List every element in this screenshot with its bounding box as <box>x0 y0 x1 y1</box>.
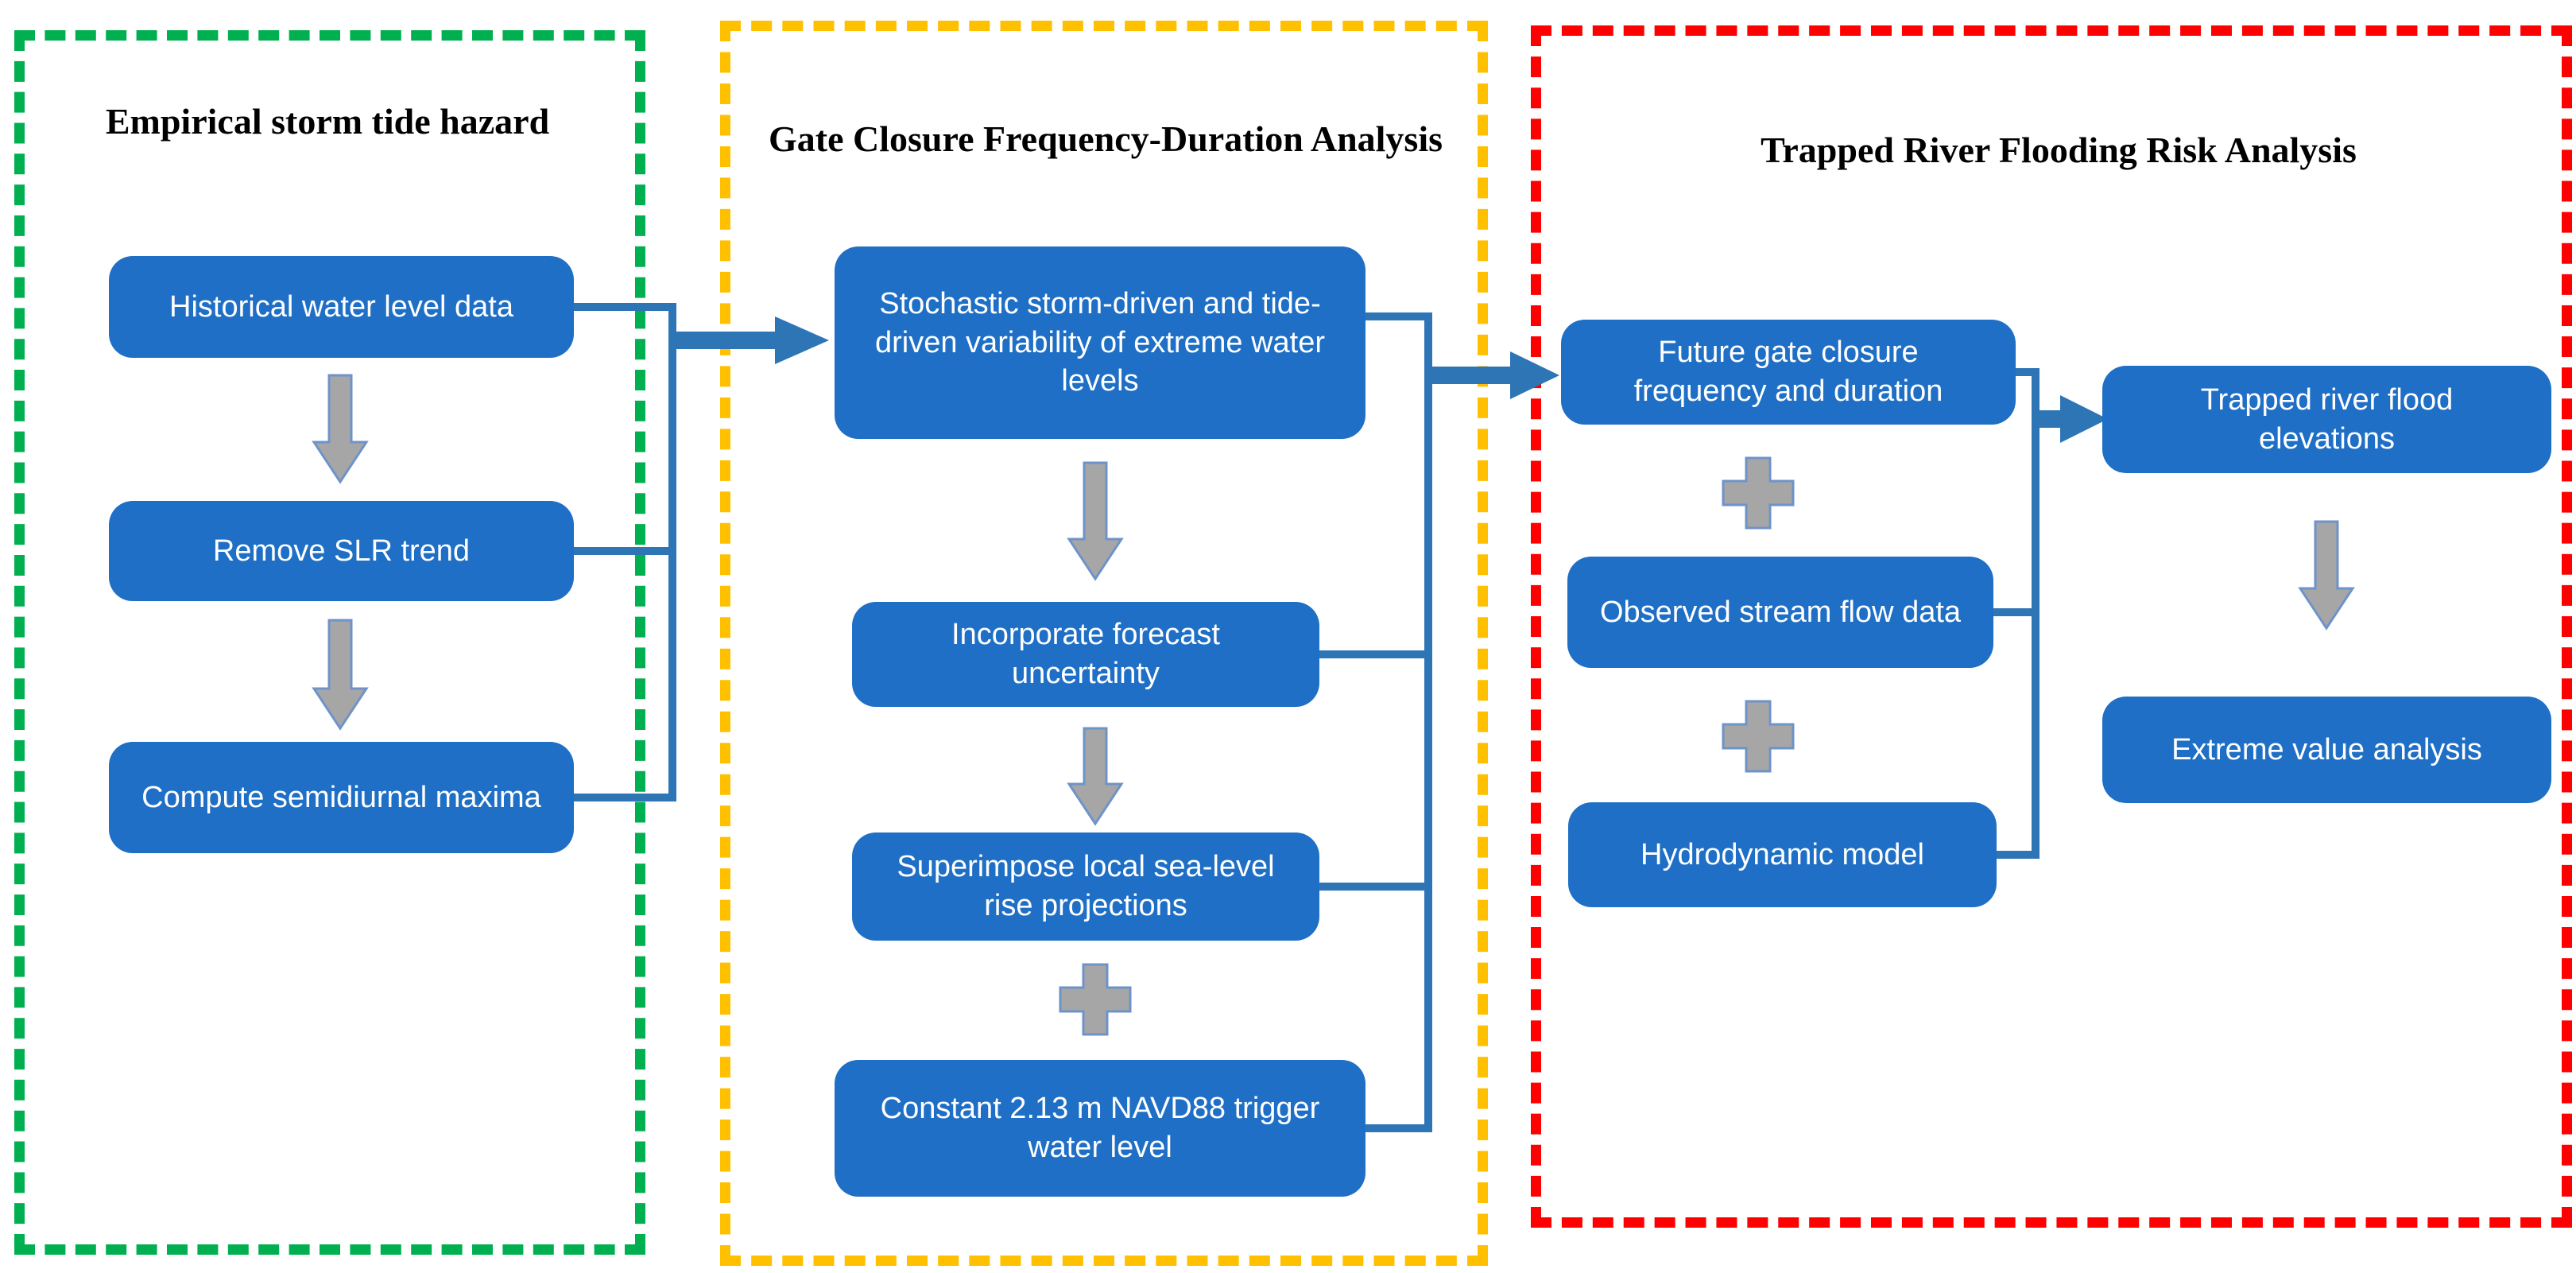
down-arrow-icon <box>1067 461 1124 581</box>
connector-line <box>1365 1124 1432 1132</box>
bracket-right-panel <box>1993 368 2108 859</box>
plus-icon <box>1059 963 1132 1036</box>
down-arrow-icon <box>312 619 369 731</box>
connector-trunk <box>668 303 676 801</box>
connector-line <box>1365 312 1432 320</box>
box-extreme-value-analysis: Extreme value analysis <box>2102 697 2551 803</box>
panel-title-gate-closure-frequency-duration: Gate Closure Frequency-Duration Analysis <box>768 118 1443 159</box>
box-future-gate-closure-frequency-duration: Future gate closure frequency and durati… <box>1561 320 2016 425</box>
box-stochastic-variability-extreme-water-levels: Stochastic storm-driven and tide-driven … <box>835 246 1365 439</box>
box-remove-slr-trend: Remove SLR trend <box>109 501 574 601</box>
connector-line <box>1993 608 2039 616</box>
bracket-middle-panel <box>1319 312 1559 1132</box>
plus-icon <box>1722 456 1795 530</box>
step-arrows <box>312 374 2355 1036</box>
connector-line <box>574 794 676 801</box>
connector-trunk <box>2032 368 2039 859</box>
connector-line <box>1319 650 1432 658</box>
connector-trunk <box>1424 312 1432 1132</box>
box-incorporate-forecast-uncertainty: Incorporate forecast uncertainty <box>852 602 1319 707</box>
connector-line <box>1319 883 1432 891</box>
connector-line <box>574 303 676 311</box>
down-arrow-icon <box>312 374 369 484</box>
flow-arrow-right-icon <box>676 316 829 364</box>
bracket-left-panel <box>574 303 829 801</box>
connector-line <box>574 547 676 555</box>
connector-line <box>2016 368 2039 376</box>
panel-title-trapped-river-flooding-risk: Trapped River Flooding Risk Analysis <box>1761 130 2357 170</box>
flow-arrow-right-icon <box>1432 351 1559 399</box>
box-hydrodynamic-model: Hydrodynamic model <box>1568 802 1997 907</box>
box-compute-semidiurnal-maxima: Compute semidiurnal maxima <box>109 742 574 853</box>
box-observed-stream-flow-data: Observed stream flow data <box>1567 557 1993 668</box>
box-constant-navd88-trigger-water-level: Constant 2.13 m NAVD88 trigger water lev… <box>835 1060 1365 1197</box>
box-trapped-river-flood-elevations: Trapped river flood elevations <box>2102 366 2551 473</box>
connector-line <box>1997 851 2039 859</box>
box-superimpose-sea-level-rise-projections: Superimpose local sea-level rise project… <box>852 832 1319 941</box>
plus-icon <box>1722 700 1795 773</box>
panel-trapped-river-flooding-risk <box>1531 25 2572 1228</box>
down-arrow-icon <box>2298 520 2355 631</box>
flow-arrow-right-icon <box>2039 395 2108 443</box>
down-arrow-icon <box>1067 727 1124 826</box>
panel-empirical-storm-tide-hazard <box>14 30 645 1255</box>
panel-title-empirical-storm-tide-hazard: Empirical storm tide hazard <box>105 101 550 142</box>
box-historical-water-level-data: Historical water level data <box>109 256 574 358</box>
